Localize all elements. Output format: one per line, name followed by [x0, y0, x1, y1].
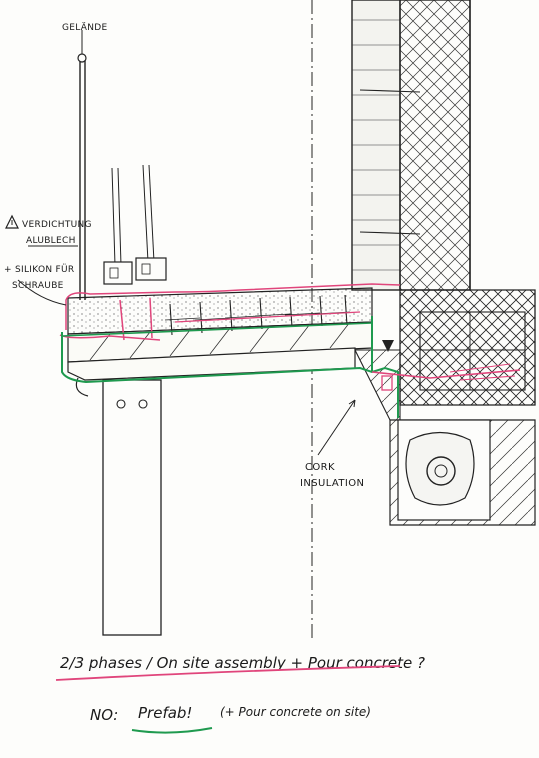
membrane-line-green — [61, 316, 399, 418]
label-schraube: SCHRAUBE — [12, 281, 64, 291]
warning-triangle-icon — [5, 214, 19, 229]
railing — [77, 30, 167, 300]
wall-insulation — [351, 0, 421, 291]
label-verdichtung: VERDICHTUNG — [22, 220, 92, 230]
wall-masonry — [399, 0, 471, 291]
verdichtung-arrow — [17, 279, 67, 306]
note-phases: 2/3 phases / On site assembly + Pour con… — [60, 654, 425, 672]
note-prefab-detail: (+ Pour concrete on site) — [220, 705, 371, 719]
pipe-circle — [426, 456, 456, 486]
label-gelaende: GELÄNDE — [62, 22, 108, 33]
seal-line-pink — [59, 283, 401, 341]
label-cork: CORK — [305, 462, 335, 473]
note-underline-green — [131, 727, 213, 734]
cork-insulation-wedge — [354, 349, 401, 421]
rebar-connector — [371, 369, 521, 379]
steel-post — [102, 379, 162, 636]
label-insulation: INSULATION — [300, 478, 364, 489]
label-alublech: ALUBLECH — [26, 236, 76, 246]
label-silikon: + SILIKON FÜR — [4, 264, 74, 275]
note-no: NO: — [90, 706, 118, 724]
cork-arrow — [317, 399, 356, 456]
floor-slab — [399, 289, 536, 406]
note-underline-pink — [55, 665, 401, 681]
note-prefab: Prefab! — [138, 704, 192, 722]
beam-section — [389, 419, 536, 526]
